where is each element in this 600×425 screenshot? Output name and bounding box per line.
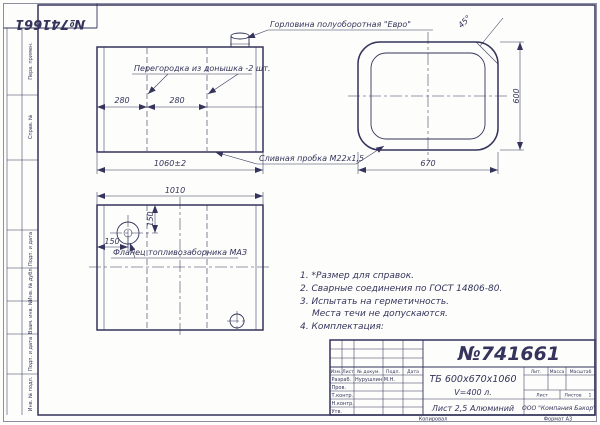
title-block: №741661 ТБ 600х670х1060 V=400 л. Лист 2,… [329,339,596,423]
sheets-value: 1 [589,393,592,399]
title-doc-number: №741661 [457,343,560,365]
col-doc: № докум. [357,369,380,375]
dimensions: 280 280 1060±2 600 670 1010 150 150 [96,41,524,250]
copied-label: Копировал [419,417,448,423]
stamp-vzam-inv: Взам. инв. № [28,299,34,334]
scale-label: Масштаб [570,369,592,375]
technical-notes: 1. *Размер для справок. 2. Сварные соеди… [300,271,502,332]
dim-front-total: 1060±2 [154,159,186,168]
dim-side-height: 600 [512,88,521,103]
callouts: Горловина полуоборотная "Евро" Перегород… [111,20,433,259]
format-label: Формат А3 [544,417,572,423]
lit-label: Лит. [531,369,542,375]
row-approved: Утв. [332,409,343,415]
col-list: Лист [342,369,354,375]
dim-flange-y: 150 [146,211,155,226]
dim-front-seg1: 280 [114,96,129,105]
dim-front-seg2: 280 [169,96,184,105]
sheets-label: Листов [564,393,581,399]
title-material: Лист 2,5 Алюминий [431,404,514,413]
tank-front-outline [96,46,264,153]
col-sign: Подп. [386,369,400,375]
developed-name: Нурушлин М.Н. [355,377,395,383]
stamp-inv-dubl: Инв. № дубл. [28,266,34,301]
dim-flange-x: 150 [104,237,119,246]
note-3b: Места течи не допускаются. [312,309,448,319]
col-izm: Изм. [331,369,342,375]
row-tcontrol: Т.контр. [331,393,354,399]
top-view [89,197,271,338]
stamp-podp-data-1: Подп. и дата [28,232,34,266]
callout-drain: Сливная пробка М22х1,5 [259,154,364,163]
dim-chamfer: 45° [456,13,472,29]
row-checked: Пров. [332,385,347,391]
col-date: Дата [407,369,419,375]
note-2: 2. Сварные соединения по ГОСТ 14806-80. [300,284,502,294]
sheet-label: Лист [536,393,548,399]
mass-label: Масса [550,369,565,375]
note-4: 4. Комплектация: [300,322,384,332]
dim-top-width: 1010 [165,186,185,195]
margin-stamps: Перв. примен. Справ. № Подп. и дата Инв.… [28,42,34,411]
note-3: 3. Испытать на герметичность. [300,297,449,307]
title-designation-2: V=400 л. [454,388,492,397]
title-company: ООО "Компания Бакор" [522,405,596,412]
callout-partition: Перегородка из донышка -2 шт. [134,64,270,73]
rotated-doc-number-cell: №741661 [3,3,98,31]
row-ncontrol: Н.контр. [332,401,355,407]
drain-plug-top [227,311,247,331]
stamp-sprav-no: Справ. № [28,114,34,139]
dim-side-width: 670 [420,159,435,168]
note-1: 1. *Размер для справок. [300,271,414,281]
filler-neck [230,32,250,47]
stamp-podp-data-2: Подп. и дата [28,337,34,371]
stamp-inv-podl: Инв. № подл. [28,376,34,411]
row-developed: Разраб. [332,377,352,383]
callout-flange: Фланец топливозаборника МАЗ [113,248,247,257]
stamp-perv-primen: Перв. примен. [28,42,34,80]
front-view [96,32,264,153]
rotated-doc-number: №741661 [15,16,86,31]
callout-filler-neck: Горловина полуоборотная "Евро" [270,20,411,29]
title-designation-1: ТБ 600х670х1060 [429,374,516,385]
sheet-frame [3,3,597,422]
side-view: 45° [348,13,508,160]
